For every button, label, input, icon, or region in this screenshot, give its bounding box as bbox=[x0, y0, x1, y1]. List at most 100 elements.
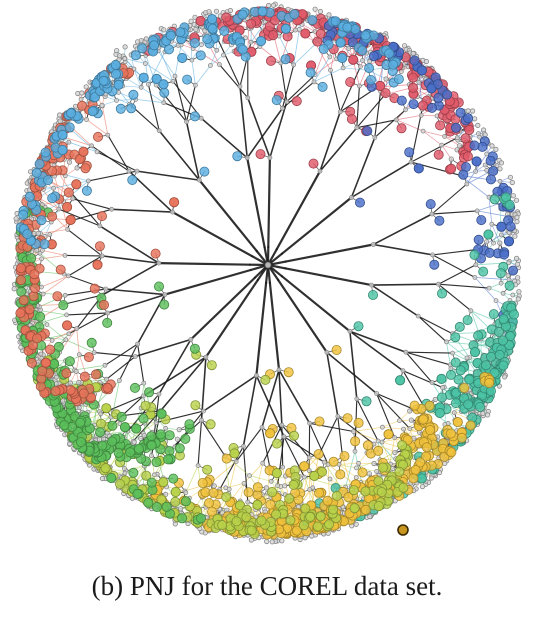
tree-edge bbox=[382, 420, 400, 428]
tree-edge bbox=[278, 369, 283, 426]
internal-node bbox=[465, 108, 471, 114]
tree-edge bbox=[395, 119, 424, 132]
tree-edge bbox=[326, 351, 378, 395]
tree-edge bbox=[39, 314, 68, 324]
internal-node bbox=[416, 79, 422, 85]
internal-node bbox=[435, 281, 441, 287]
tree-edge bbox=[142, 356, 207, 397]
tree-edge bbox=[246, 156, 266, 249]
tree-edge bbox=[158, 129, 201, 181]
tree-edge bbox=[124, 58, 146, 64]
pnj-tree-diagram bbox=[11, 1, 522, 545]
internal-node bbox=[489, 143, 495, 149]
internal-node bbox=[451, 410, 457, 416]
internal-node bbox=[444, 339, 449, 345]
tree-edge bbox=[40, 275, 69, 288]
internal-node bbox=[98, 411, 104, 417]
tree-edge bbox=[67, 228, 103, 257]
tree-edge bbox=[326, 351, 339, 418]
tree-edge bbox=[185, 120, 201, 181]
internal-node bbox=[326, 12, 332, 18]
tree-edge bbox=[144, 63, 174, 82]
tree-edge bbox=[197, 419, 203, 467]
tree-edge bbox=[431, 210, 478, 215]
tree-edge bbox=[231, 483, 245, 500]
tree-edge bbox=[194, 65, 211, 86]
internal-node bbox=[400, 368, 406, 374]
tree-edge bbox=[134, 338, 192, 358]
tree-edge bbox=[62, 294, 103, 306]
tree-edge bbox=[106, 355, 136, 380]
internal-node bbox=[486, 285, 492, 291]
internal-node bbox=[509, 179, 515, 186]
tree-edge bbox=[284, 267, 373, 287]
tree-edge bbox=[382, 426, 404, 430]
tree-edge bbox=[118, 343, 139, 382]
internal-node bbox=[268, 478, 274, 484]
internal-node bbox=[429, 211, 435, 217]
internal-node bbox=[195, 463, 201, 469]
internal-node bbox=[245, 499, 251, 505]
tree-edge bbox=[78, 354, 87, 375]
internal-node bbox=[301, 474, 307, 480]
tree-edge bbox=[163, 268, 252, 296]
internal-node bbox=[292, 27, 298, 33]
internal-node bbox=[498, 232, 504, 238]
tree-edge bbox=[261, 426, 271, 468]
internal-node bbox=[375, 438, 381, 444]
tree-edge bbox=[275, 170, 322, 251]
internal-node bbox=[356, 460, 361, 466]
internal-node bbox=[284, 99, 290, 105]
internal-node bbox=[259, 424, 265, 430]
tree-edge bbox=[259, 46, 282, 64]
tree-edge bbox=[353, 426, 383, 432]
internal-node bbox=[442, 133, 448, 139]
internal-node bbox=[514, 219, 520, 225]
internal-node bbox=[428, 475, 434, 481]
tree-edge bbox=[239, 483, 245, 502]
internal-node bbox=[280, 464, 286, 470]
tree-edge bbox=[99, 225, 160, 264]
internal-node bbox=[354, 465, 359, 471]
internal-node bbox=[473, 262, 479, 268]
internal-node bbox=[302, 535, 308, 541]
tree-edge bbox=[417, 315, 448, 343]
tree-edge bbox=[422, 130, 445, 137]
tree-edge bbox=[370, 284, 419, 317]
tree-edge bbox=[319, 111, 341, 172]
internal-node bbox=[354, 125, 360, 131]
internal-node bbox=[306, 455, 312, 461]
tree-edge bbox=[75, 354, 80, 372]
tree-edge bbox=[356, 398, 379, 442]
internal-node bbox=[354, 396, 360, 402]
tree-edge bbox=[278, 369, 311, 425]
tree-edge bbox=[255, 281, 268, 377]
internal-node bbox=[351, 429, 356, 434]
tree-edge bbox=[210, 49, 218, 66]
tree-edge bbox=[126, 78, 142, 88]
tree-edge bbox=[261, 369, 280, 429]
tree-edge bbox=[104, 288, 166, 296]
tree-edge bbox=[110, 208, 174, 213]
internal-node bbox=[307, 420, 313, 426]
internal-node bbox=[282, 483, 288, 489]
internal-node bbox=[327, 476, 333, 482]
tree-edge bbox=[342, 456, 352, 488]
tree-edge bbox=[268, 281, 281, 371]
internal-node bbox=[493, 298, 499, 304]
tree-edge bbox=[64, 254, 103, 257]
tree-edge bbox=[157, 262, 252, 266]
tree-edge bbox=[135, 98, 165, 104]
internal-node bbox=[371, 460, 377, 467]
internal-node bbox=[151, 472, 157, 478]
tree-edge bbox=[303, 476, 337, 487]
internal-node bbox=[321, 459, 327, 465]
internal-node bbox=[348, 195, 354, 200]
internal-node bbox=[473, 168, 479, 174]
tree-edge bbox=[185, 465, 199, 494]
tree-edge bbox=[338, 464, 357, 478]
tree-edge bbox=[374, 90, 382, 139]
tree-edge bbox=[51, 328, 78, 341]
internal-node bbox=[430, 252, 436, 258]
internal-node bbox=[419, 483, 426, 490]
